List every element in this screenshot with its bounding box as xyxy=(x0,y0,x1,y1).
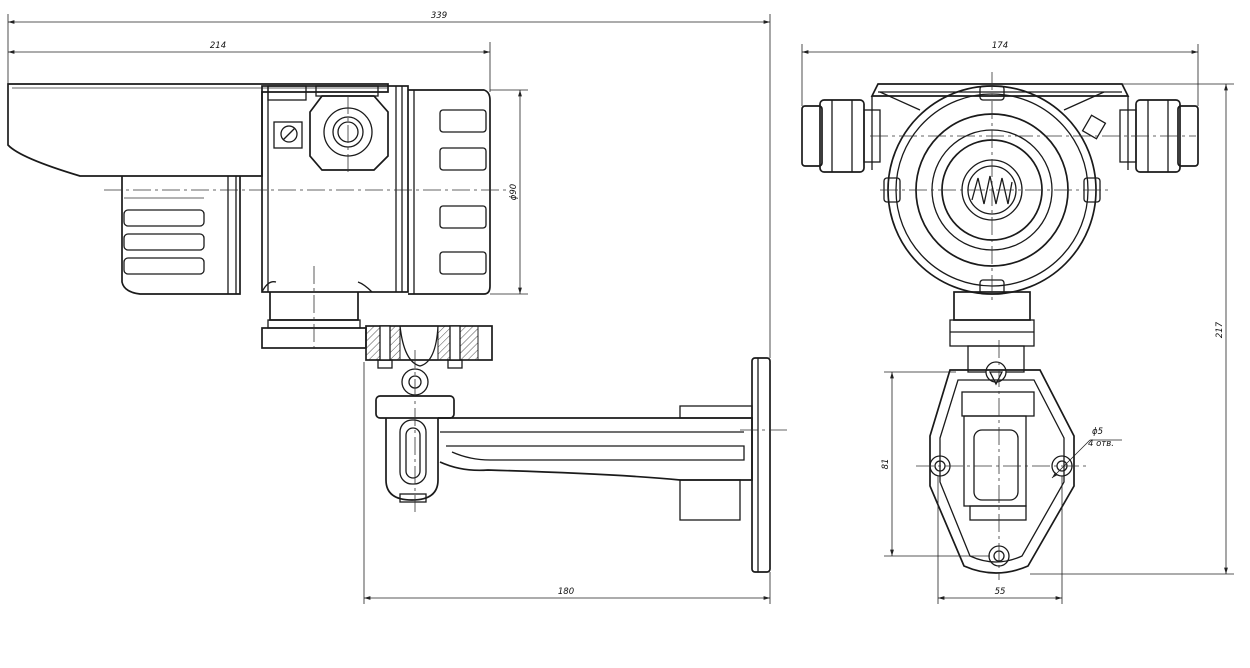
dim-total-height: 217 xyxy=(1215,321,1225,338)
dim-hole-diameter: ϕ5 xyxy=(1092,427,1103,437)
dimension-lines: 339 214 ϕ90 180 174 217 81 55 xyxy=(7,11,1234,604)
bracket-arm xyxy=(438,405,753,521)
sun-shield xyxy=(7,83,389,177)
housing-body xyxy=(261,85,409,293)
swivel-flange xyxy=(365,325,493,369)
front-view xyxy=(801,72,1199,580)
dim-overall-length: 339 xyxy=(431,11,447,21)
rear-cap xyxy=(121,176,241,295)
front-cap xyxy=(408,89,491,295)
screw-icon xyxy=(280,125,298,143)
mounting-plate xyxy=(929,369,1075,574)
dim-housing-length: 214 xyxy=(210,41,226,51)
side-view xyxy=(7,83,790,573)
cable-gland xyxy=(309,85,389,171)
dim-housing-diameter: ϕ90 xyxy=(509,184,519,200)
dim-bracket-reach: 180 xyxy=(558,587,574,597)
wall-plate xyxy=(751,357,771,573)
front-neck xyxy=(949,291,1035,347)
left-cable-gland xyxy=(801,99,881,173)
hole-count-note: 4 отв. xyxy=(1088,439,1114,449)
dim-front-width: 174 xyxy=(992,41,1008,51)
dim-hole-spacing-horizontal: 55 xyxy=(995,587,1006,597)
dim-hole-spacing-vertical: 81 xyxy=(881,459,891,470)
logo-icon xyxy=(971,175,1013,205)
